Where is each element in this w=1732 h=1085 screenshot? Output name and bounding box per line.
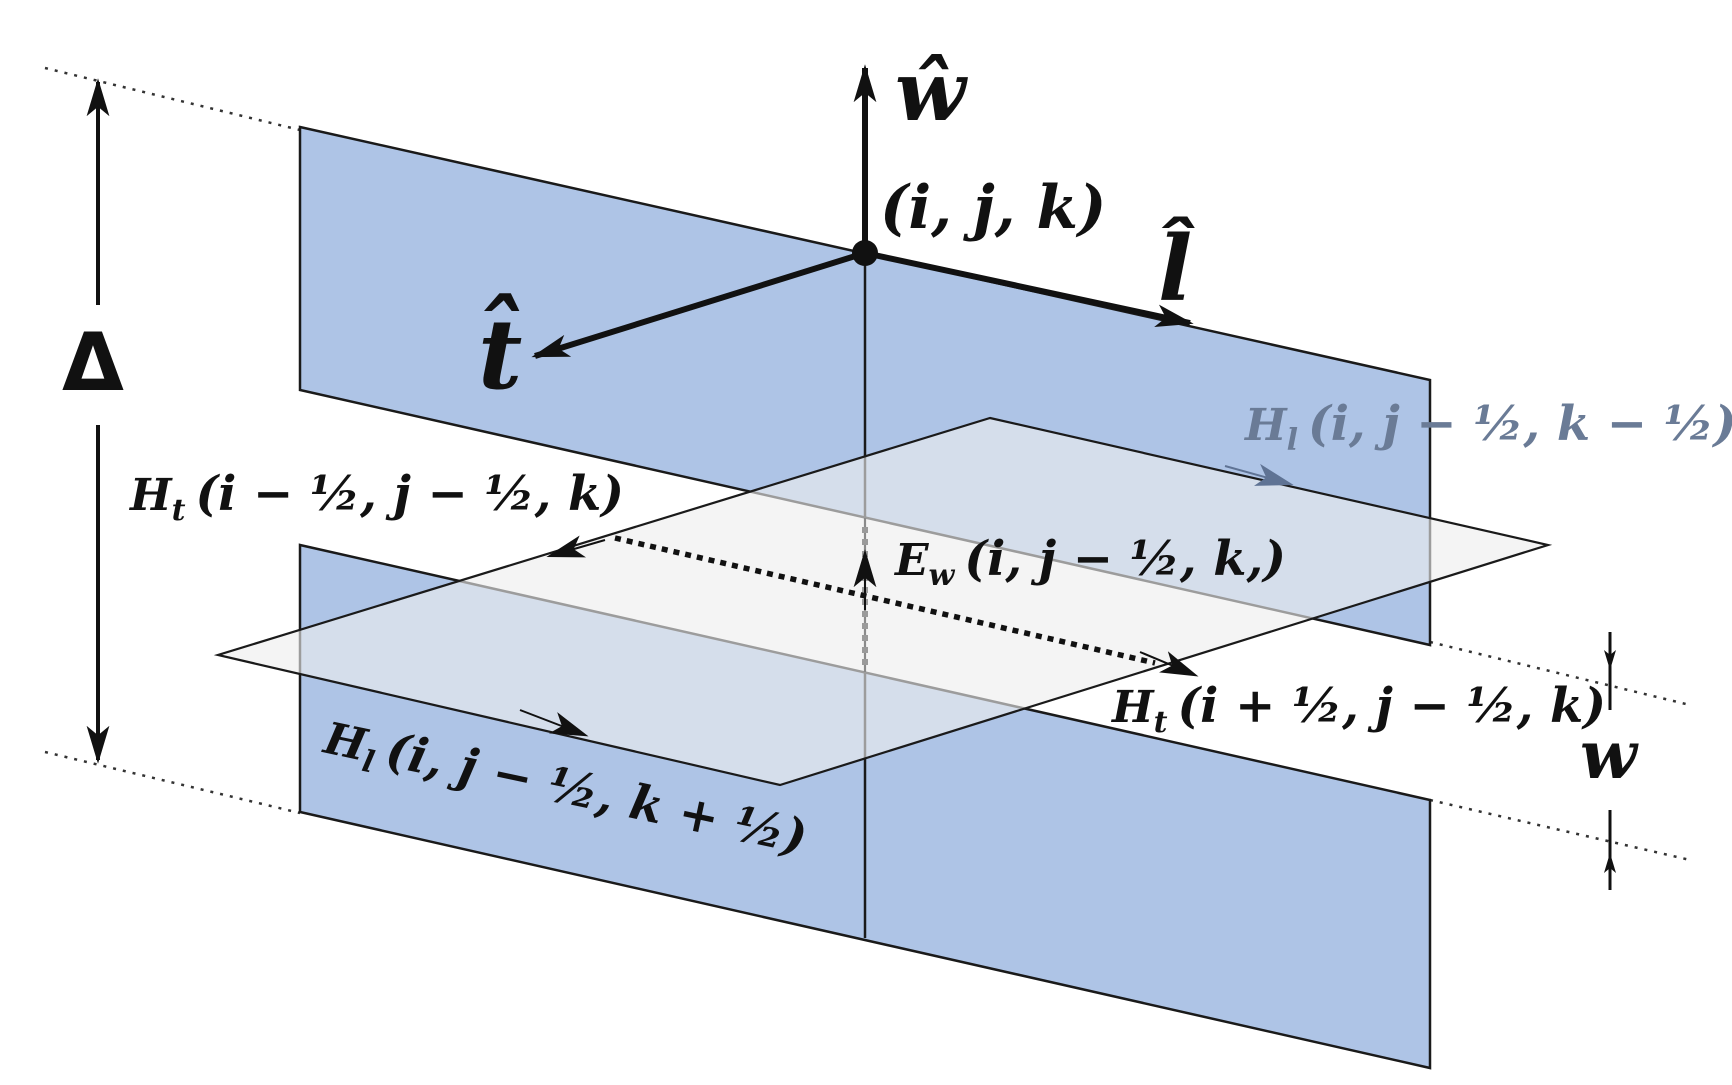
ht-left-args: (i − ½, j − ½, k) xyxy=(195,466,624,522)
ht-right-symbol: H xyxy=(1110,682,1155,733)
ht-right-arrow xyxy=(1139,651,1199,677)
ew-args: (i, j − ½, k,) xyxy=(964,531,1286,587)
ew-label: Ew(i, j − ½, k,) xyxy=(893,531,1286,593)
hl-top-subscript: l xyxy=(1287,423,1298,458)
node-label: (i, j, k) xyxy=(880,173,1106,243)
l-hat-label: l̂ xyxy=(1158,216,1196,322)
guide-bottom-left xyxy=(44,750,301,815)
delta-label: Δ xyxy=(62,316,124,409)
ht-left-symbol: H xyxy=(128,470,173,521)
hl-top-label: Hl (i, j − ½, k − ½) xyxy=(1243,396,1732,458)
t-axis xyxy=(531,250,866,359)
node-point xyxy=(852,240,878,266)
field-arrows xyxy=(519,463,1294,737)
ht-left-subscript: t xyxy=(172,493,186,528)
guide-top-left xyxy=(44,66,301,132)
hl-top-arrow xyxy=(1224,463,1294,486)
guide-mid-right xyxy=(1429,640,1691,707)
hl-top-symbol: H xyxy=(1243,400,1288,451)
cell-face xyxy=(213,416,1553,787)
ht-right-label: Ht (i + ½, j − ½, k) xyxy=(1110,678,1606,740)
ew-subscript: w xyxy=(929,558,956,593)
ht-right-subscript: t xyxy=(1154,705,1168,740)
ht-left-arrow xyxy=(546,535,606,558)
hl-bottom-arrow xyxy=(519,709,589,737)
ht-left-label: Ht (i − ½, j − ½, k) xyxy=(128,466,624,528)
ht-dotted-diagonal xyxy=(614,535,1156,666)
l-axis xyxy=(864,250,1194,327)
ht-right-args: (i + ½, j − ½, k) xyxy=(1177,678,1606,734)
boundary-guides xyxy=(44,66,1691,862)
hl-top-args: (i, j − ½, k − ½) xyxy=(1308,396,1732,452)
w-hat-label: ŵ xyxy=(895,44,968,140)
guide-low-right xyxy=(1429,798,1691,862)
ew-symbol: E xyxy=(893,535,930,586)
w-dim-label: w xyxy=(1580,716,1639,794)
axes xyxy=(531,64,1194,359)
t-hat-label: t̂ xyxy=(478,294,522,411)
